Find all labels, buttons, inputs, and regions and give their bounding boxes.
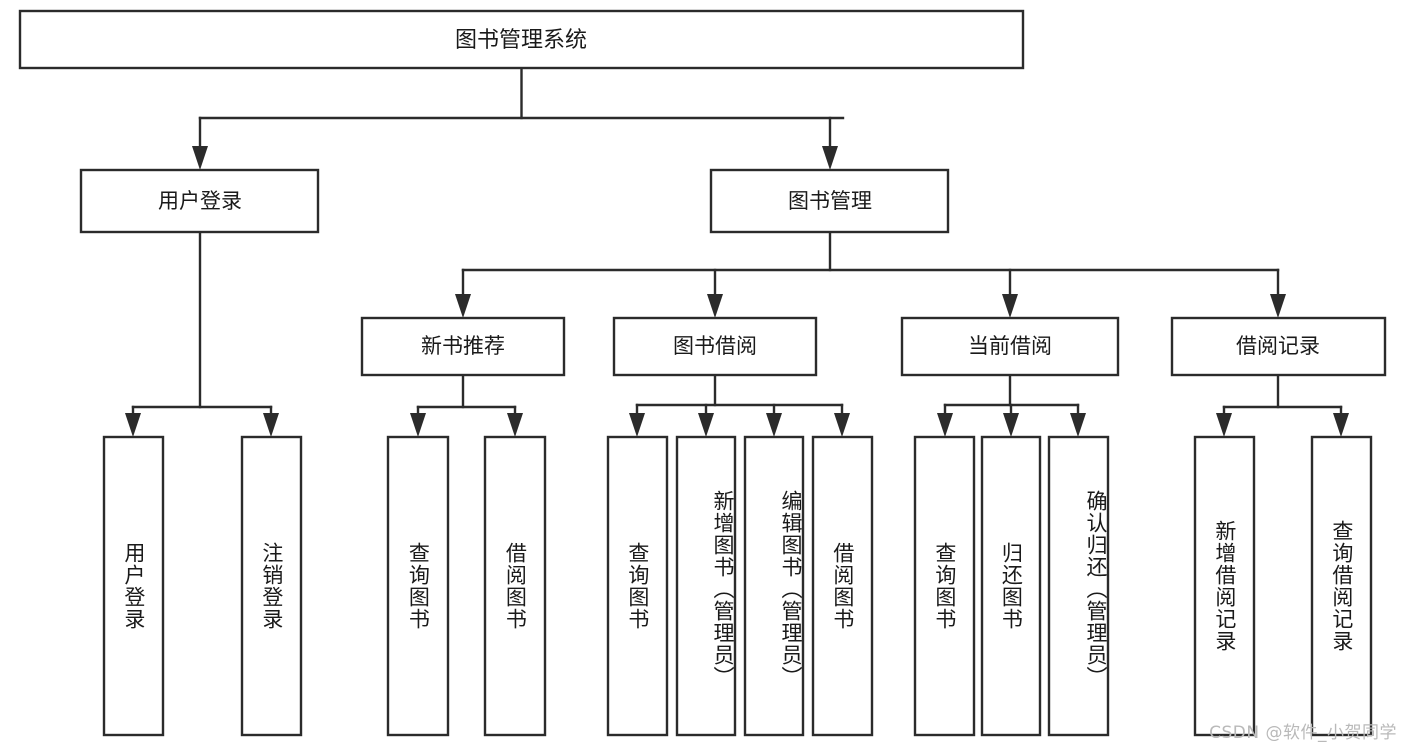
connector-bookborrow-to-leaves: [629, 373, 850, 437]
csdn-watermark: CSDN @软件_小贺同学: [1209, 723, 1397, 743]
leaf-box-borrow-add[interactable]: [675, 435, 737, 737]
node-user-login[interactable]: 用户登录: [79, 168, 320, 234]
node-book-borrow[interactable]: 图书借阅: [612, 316, 818, 377]
connector-userlogin-to-leaves: [125, 230, 279, 437]
node-new-book-recommend-label: 新书推荐: [421, 334, 505, 358]
leaf-box-user-login[interactable]: [102, 435, 165, 737]
node-borrow-record-label: 借阅记录: [1236, 334, 1320, 358]
node-user-login-label: 用户登录: [158, 189, 242, 213]
node-book-management-label: 图书管理: [788, 189, 872, 213]
node-current-borrow-label: 当前借阅: [968, 334, 1052, 358]
leaf-box-borrow-lend[interactable]: [811, 435, 874, 737]
connector-currentborrow-to-leaves: [937, 373, 1086, 437]
node-book-borrow-label: 图书借阅: [673, 334, 757, 358]
leaf-box-newbook-query[interactable]: [386, 435, 450, 737]
leaf-box-current-return[interactable]: [980, 435, 1042, 737]
node-borrow-record[interactable]: 借阅记录: [1170, 316, 1387, 377]
connector-borrowrecord-to-leaves: [1216, 373, 1349, 437]
connector-newbook-to-leaves: [410, 373, 523, 437]
leaf-box-current-confirm[interactable]: [1047, 435, 1110, 737]
node-new-book-recommend[interactable]: 新书推荐: [360, 316, 566, 377]
node-current-borrow[interactable]: 当前借阅: [900, 316, 1120, 377]
leaf-box-user-logout[interactable]: [240, 435, 303, 737]
leaf-box-current-query[interactable]: [913, 435, 976, 737]
leaf-box-borrow-query[interactable]: [606, 435, 669, 737]
connector-root-to-level1: [192, 66, 845, 170]
leaf-box-borrow-edit[interactable]: [743, 435, 805, 737]
leaf-box-record-query[interactable]: [1310, 435, 1373, 737]
leaf-box-newbook-borrow[interactable]: [483, 435, 547, 737]
node-book-management[interactable]: 图书管理: [709, 168, 950, 234]
node-root-system[interactable]: 图书管理系统: [18, 9, 1025, 70]
leaf-box-record-add[interactable]: [1193, 435, 1256, 737]
node-root-label: 图书管理系统: [455, 28, 587, 53]
connector-bookmgmt-to-level2: [455, 230, 1286, 318]
